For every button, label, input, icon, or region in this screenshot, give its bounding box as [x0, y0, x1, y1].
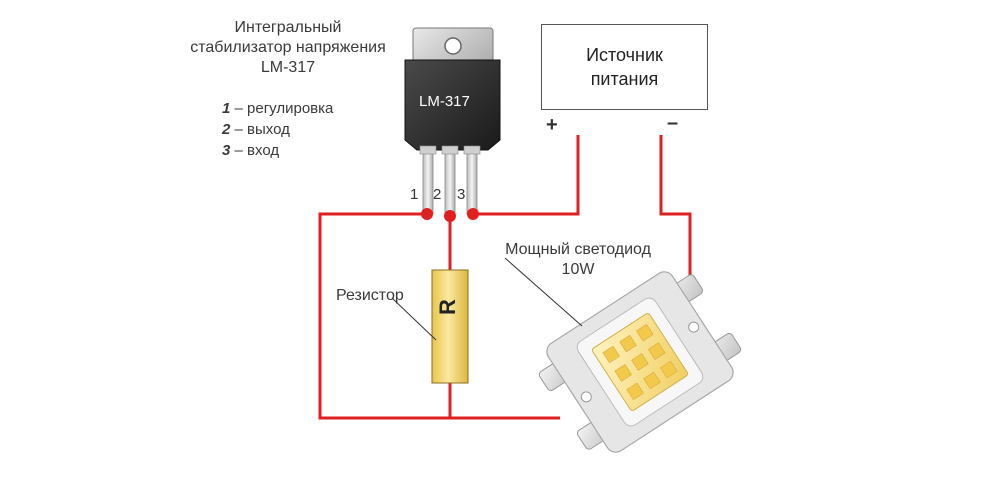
- regulator-leg-3: [466, 147, 478, 215]
- pin-number-3: 3: [457, 186, 466, 203]
- lm317-regulator: [404, 27, 501, 215]
- power-led-module: [538, 271, 742, 453]
- pin-legend-num-2: 2: [222, 121, 231, 138]
- led-mount-hole-right: [688, 321, 700, 333]
- resistor-body: [431, 269, 469, 384]
- led-leader-line: [504, 257, 583, 327]
- pin-legend-row-3: 3 – вход: [222, 140, 333, 161]
- led-label-line-2: 10W: [561, 261, 595, 278]
- resistor-symbol: R: [435, 299, 460, 315]
- junction-pin-1: [421, 208, 433, 220]
- junction-pin-3: [467, 208, 479, 220]
- resistor-leader-line: [391, 297, 437, 341]
- resistor-label: Резистор: [336, 287, 404, 304]
- regulator-title-line-1: Интегральный: [234, 19, 342, 36]
- led-label-line-1: Мощный светодиод: [505, 241, 651, 258]
- regulator-title-line-3: LM-317: [260, 59, 316, 76]
- regulator-mount-hole: [444, 37, 462, 55]
- pin-legend-desc-3: – вход: [234, 142, 280, 159]
- power-supply-label-line-1: Источник: [586, 45, 663, 65]
- wire-adjust-loop: [318, 212, 453, 420]
- pin-legend: 1 – регулировка 2 – выход 3 – вход: [222, 98, 333, 161]
- pin-legend-desc-1: – регулировка: [234, 100, 334, 117]
- power-supply-label-line-2: питания: [590, 69, 659, 89]
- pin-legend-desc-2: – выход: [234, 121, 290, 138]
- regulator-chip-label: LM-317: [419, 93, 470, 110]
- wire-minus-to-led: [659, 135, 692, 282]
- pin-legend-row-1: 1 – регулировка: [222, 98, 333, 119]
- power-supply-box: Источник питания: [541, 24, 708, 110]
- pin-legend-row-2: 2 – выход: [222, 119, 333, 140]
- wires: [318, 135, 692, 420]
- power-supply-plus-sign: +: [546, 114, 558, 136]
- led-chips: [602, 323, 678, 401]
- pin-number-2: 2: [433, 186, 442, 203]
- power-supply-minus-sign: –: [667, 112, 679, 134]
- regulator-title-line-2: стабилизатор напряжения: [190, 39, 386, 56]
- pin-legend-num-3: 3: [222, 142, 231, 159]
- wire-input-to-plus: [473, 135, 580, 216]
- pin-legend-num-1: 1: [222, 100, 231, 117]
- pin-number-1: 1: [410, 186, 419, 203]
- resistor: [431, 269, 469, 384]
- regulator-leg-1: [422, 147, 434, 215]
- regulator-body: [404, 59, 501, 151]
- regulator-title: Интегральный стабилизатор напряжения LM-…: [178, 18, 398, 78]
- junction-pin-2: [444, 210, 456, 222]
- led-label: Мощный светодиод 10W: [478, 240, 678, 280]
- regulator-leg-2: [444, 147, 456, 215]
- junctions: [421, 208, 479, 222]
- led-mount-hole-left: [580, 391, 592, 403]
